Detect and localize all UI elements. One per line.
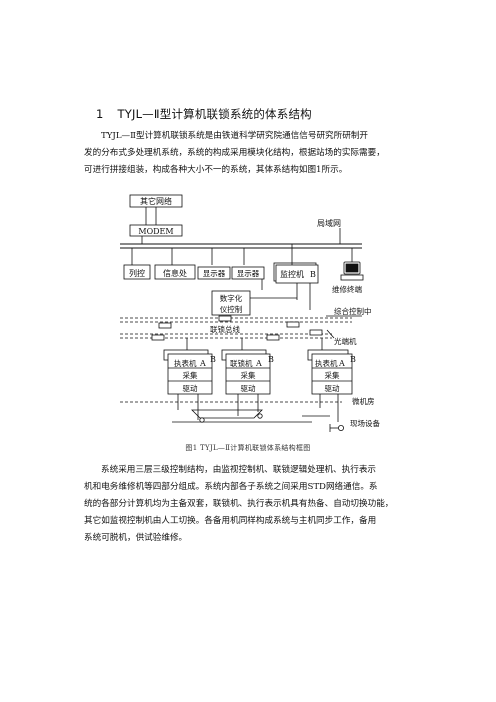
digital-control-line-1: 数字化 — [220, 293, 243, 303]
body-line: 机和电务维修机等四部分组成。系统内部各子系统之间采用STD网络通信。系 — [84, 482, 378, 492]
display-box-1 — [197, 266, 231, 280]
unit-3-b: B — [350, 355, 356, 364]
body-line: 其它如监视控制机由人工切换。各备用机同样构成系统与主机同步工作，备用 — [84, 516, 377, 526]
maintenance-terminal-label: 维修终端 — [332, 284, 362, 294]
unit-1-drive: 驱动 — [183, 383, 198, 393]
info-processing-box — [154, 264, 196, 280]
section-heading: 1 TYJL—Ⅱ型计算机联锁系统的体系结构 — [96, 106, 312, 122]
body-line: 统的各部分计算机均为主备双套，联锁机、执行表示机具有热备、自动切换功能， — [84, 499, 394, 509]
body-line: 系统可脱机，供试验维修。 — [84, 533, 188, 543]
execution-unit-1 — [167, 353, 213, 395]
unit-3-collect: 采集 — [325, 370, 340, 380]
unit-3-drive: 驱动 — [325, 383, 340, 393]
unit-2-a: A — [255, 359, 262, 368]
modem-label: MODEM — [138, 227, 173, 236]
lan-label: 局域网 — [317, 218, 341, 228]
section-number: 1 — [96, 107, 104, 121]
interlock-bus-label: 联锁总线 — [210, 324, 240, 334]
unit-1-top: 执表机 — [174, 358, 197, 368]
interlock-unit-2 — [225, 353, 271, 395]
info-processing-label: 信息处 — [163, 268, 187, 278]
intro-line: TYJL—Ⅱ型计算机联锁系统是由铁道科学研究院通信信号研究所研制开 — [101, 131, 369, 141]
track-switch-symbol — [191, 409, 263, 419]
monitor-machine-label: 监控机 — [280, 269, 304, 279]
unit-3-a: A — [338, 359, 345, 368]
unit-2-b: B — [268, 355, 274, 364]
digital-control-line-2: 仪控制 — [220, 304, 243, 314]
signal-lamp-icon — [337, 424, 344, 431]
unit-1-b: B — [210, 355, 216, 364]
unit-3-top: 执表机 — [315, 358, 338, 368]
unit-1-collect: 采集 — [183, 370, 198, 380]
monitor-b-label: B — [310, 270, 316, 279]
unit-2-drive: 驱动 — [241, 383, 256, 393]
figure-caption: 图1 TYJL—Ⅱ计算机联锁体系结构框图 — [185, 444, 311, 452]
body-paragraph: 系统采用三层三级控制结构，由监视控制机、联锁逻辑处理机、执行表示 机和电务维修机… — [84, 462, 427, 547]
display-label-2: 显示器 — [237, 269, 260, 278]
train-control-box — [123, 264, 151, 280]
unit-1-a: A — [199, 359, 206, 368]
train-control-label: 列控 — [129, 268, 145, 278]
interlock-room-label: 微机房 — [352, 396, 375, 406]
digital-control-box — [211, 290, 251, 316]
display-box-2 — [231, 266, 265, 280]
other-network-label: 其它网络 — [140, 196, 172, 206]
unit-2-collect: 采集 — [241, 370, 256, 380]
intro-line: 可进行拼接组装，构成各种大小不一的系统，其体系结构如图1所示。 — [84, 165, 348, 175]
intro-paragraph: TYJL—Ⅱ型计算机联锁系统是由铁道科学研究院通信信号研究所研制开 发的分布式多… — [84, 128, 427, 179]
architecture-diagram: 其它网络 MODEM 局域网 列控 信息处 显示器 显示器 监控机 B 维修终端… — [120, 194, 380, 432]
execution-unit-3 — [311, 353, 353, 395]
body-line: 系统采用三层三级控制结构，由监视控制机、联锁逻辑处理机、执行表示 — [101, 465, 377, 475]
optical-machine-label: 光端机 — [334, 336, 357, 346]
field-equipment-label: 现场设备 — [350, 418, 380, 428]
display-label-1: 显示器 — [203, 269, 226, 278]
control-center-label: 综合控制中 — [334, 306, 372, 316]
computer-terminal-icon — [340, 261, 364, 281]
section-title: TYJL—Ⅱ型计算机联锁系统的体系结构 — [117, 107, 312, 121]
unit-2-top: 联锁机 — [230, 358, 253, 368]
modem-box — [129, 224, 183, 237]
intro-line: 发的分布式多处理机系统，系统的构成采用模块化结构，根据站场的实际需要， — [84, 148, 385, 158]
